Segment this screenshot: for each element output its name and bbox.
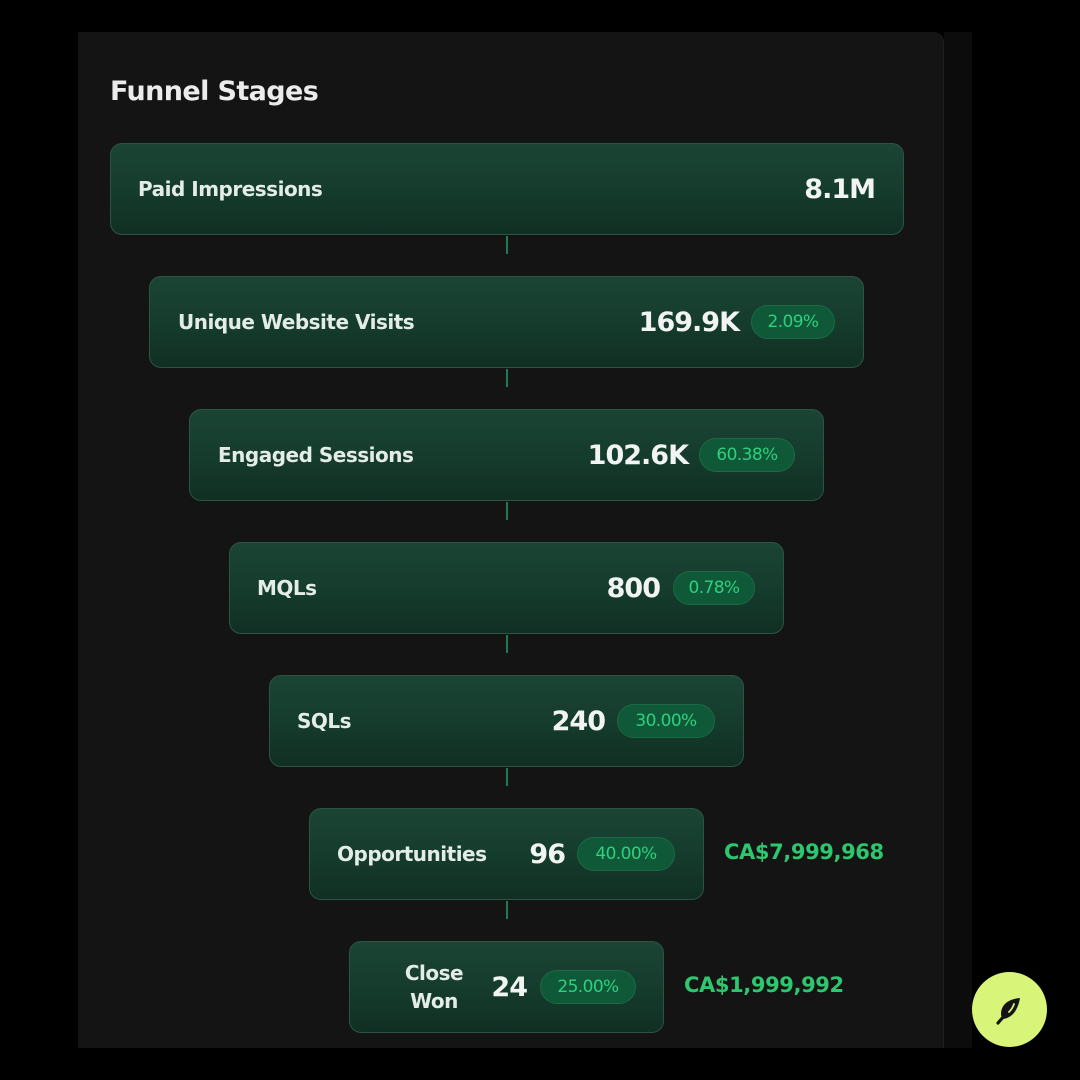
stage-value: 24 (491, 971, 528, 1003)
stage-connector (506, 901, 508, 919)
stage-label: SQLs (297, 709, 352, 733)
funnel-stage-engaged-sessions[interactable]: Engaged Sessions 102.6K 60.38% (189, 409, 824, 501)
stage-label: Engaged Sessions (218, 443, 414, 467)
stage-connector (506, 635, 508, 653)
stage-label: Paid Impressions (138, 177, 323, 201)
stage-value: 96 (529, 838, 566, 870)
stage-value: 8.1M (804, 173, 876, 205)
adjacent-panel-edge (944, 32, 972, 1048)
stage-label: Opportunities (337, 842, 487, 866)
stage-value: 240 (551, 705, 606, 737)
stage-connector (506, 502, 508, 520)
stage-label: MQLs (257, 576, 317, 600)
conversion-rate-badge: 40.00% (577, 837, 675, 871)
conversion-rate-badge: 60.38% (699, 438, 795, 472)
funnel-stage-close-won[interactable]: Close Won 24 25.00% (349, 941, 664, 1033)
stage-connector (506, 236, 508, 254)
stage-label: Close Won (404, 961, 464, 1013)
funnel-stage-mqls[interactable]: MQLs 800 0.78% (229, 542, 784, 634)
conversion-rate-badge: 30.00% (617, 704, 715, 738)
funnel-stage-opportunities[interactable]: Opportunities 96 40.00% (309, 808, 704, 900)
leaf-logo-icon (972, 972, 1047, 1047)
stage-connector (506, 369, 508, 387)
stage-revenue: CA$1,999,992 (684, 973, 844, 997)
stage-value: 102.6K (587, 439, 689, 471)
funnel-stage-unique-website-visits[interactable]: Unique Website Visits 169.9K 2.09% (149, 276, 864, 368)
stage-value: 169.9K (638, 306, 740, 338)
leaf-logo-glyph (995, 997, 1020, 1025)
stage-value: 800 (606, 572, 661, 604)
conversion-rate-badge: 25.00% (540, 970, 636, 1004)
conversion-rate-badge: 2.09% (751, 305, 835, 339)
conversion-rate-badge: 0.78% (673, 571, 755, 605)
stage-revenue: CA$7,999,968 (724, 840, 884, 864)
funnel-panel: Funnel Stages Paid Impressions 8.1M Uniq… (78, 32, 944, 1048)
funnel-stage-sqls[interactable]: SQLs 240 30.00% (269, 675, 744, 767)
panel-title: Funnel Stages (110, 76, 319, 107)
stage-label: Unique Website Visits (178, 310, 415, 334)
stage-connector (506, 768, 508, 786)
funnel-stage-paid-impressions[interactable]: Paid Impressions 8.1M (110, 143, 904, 235)
